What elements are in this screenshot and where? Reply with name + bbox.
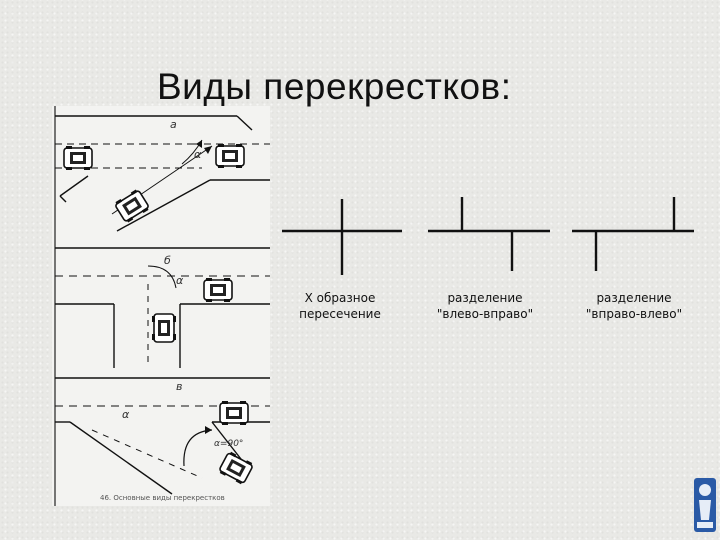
- panel-diverge: в α α=90° 46. Основные виды перекрестков: [55, 377, 270, 502]
- panel-merge: a α: [55, 115, 270, 232]
- angle-label-c: α: [122, 408, 130, 421]
- scheme-label-x-line2: пересечение: [299, 307, 381, 321]
- scheme-label-x-line1: Х образное: [304, 291, 376, 305]
- scheme-label-x: Х образное пересечение: [270, 290, 410, 322]
- panel-c-letter: в: [176, 380, 182, 393]
- scheme-label-right-left-line2: "вправо-влево": [585, 307, 683, 321]
- angle-note: α=90°: [214, 439, 243, 449]
- scheme-label-left-right-line2: "влево-вправо": [436, 307, 534, 321]
- panel-b-letter: б: [164, 254, 171, 267]
- scheme-label-left-right-line1: разделение: [447, 291, 523, 305]
- scheme-symbols: [282, 197, 694, 275]
- university-emblem-icon: [690, 476, 720, 534]
- panel-t-junction: б α: [55, 247, 270, 368]
- figure-caption: 46. Основные виды перекрестков: [100, 494, 225, 502]
- intersection-drawings: a α б α: [54, 106, 270, 506]
- slide-title: Виды перекрестков:: [157, 66, 512, 107]
- scheme-label-right-left: разделение "вправо-влево": [564, 290, 704, 322]
- angle-label-b: α: [176, 274, 184, 287]
- scheme-label-left-right: разделение "влево-вправо": [415, 290, 555, 322]
- intersection-illustration: a α б α: [52, 106, 270, 506]
- scheme-x-symbol: [282, 199, 402, 275]
- scheme-label-right-left-line1: разделение: [596, 291, 672, 305]
- angle-label-a: α: [194, 148, 202, 161]
- scheme-left-right-symbol: [428, 197, 550, 271]
- panel-a-letter: a: [170, 118, 177, 131]
- scheme-right-left-symbol: [572, 197, 694, 271]
